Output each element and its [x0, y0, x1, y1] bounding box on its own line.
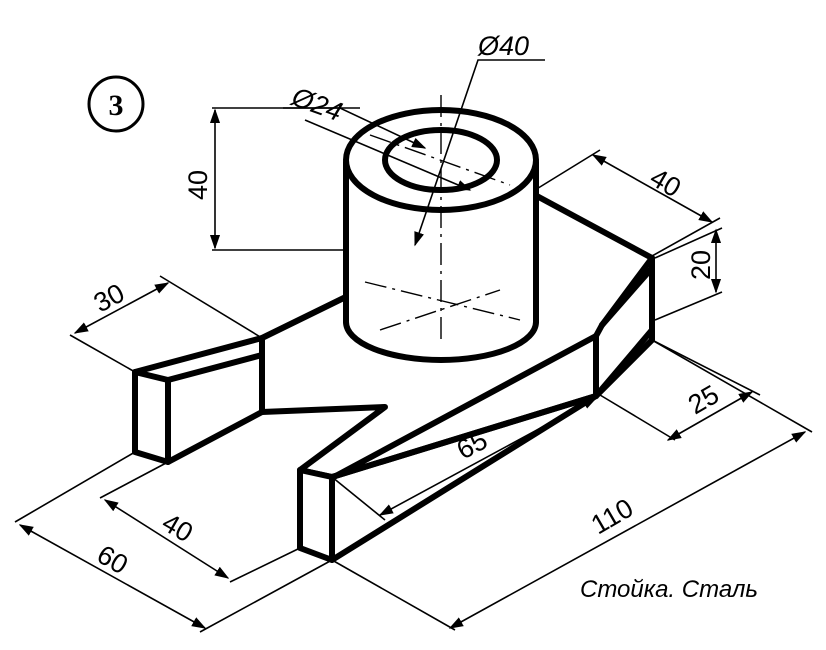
dim-cylinder-height: 40 [183, 170, 213, 200]
dim-outer-diameter: Ø40 [477, 31, 529, 61]
centre-lines [364, 95, 521, 345]
dimension-lines [14, 59, 813, 633]
dim-base-thickness: 20 [686, 250, 716, 280]
figure-caption: Стойка. Сталь [580, 576, 758, 603]
dim-slot-width: 30 [89, 278, 130, 319]
dim-inner-diameter: Ø24 [287, 81, 346, 127]
dim-rear-width: 40 [645, 162, 686, 203]
part-body [132, 95, 655, 563]
left-tab [132, 369, 171, 465]
front-tab [297, 467, 335, 563]
dim-slot-depth: 40 [157, 507, 198, 548]
dim-overall-width: 60 [92, 539, 133, 580]
figure-number-badge: 3 [87, 75, 145, 133]
dim-chamfer: 25 [683, 379, 724, 420]
dim-overall-length: 110 [586, 493, 638, 541]
figure-number: 3 [109, 89, 124, 122]
